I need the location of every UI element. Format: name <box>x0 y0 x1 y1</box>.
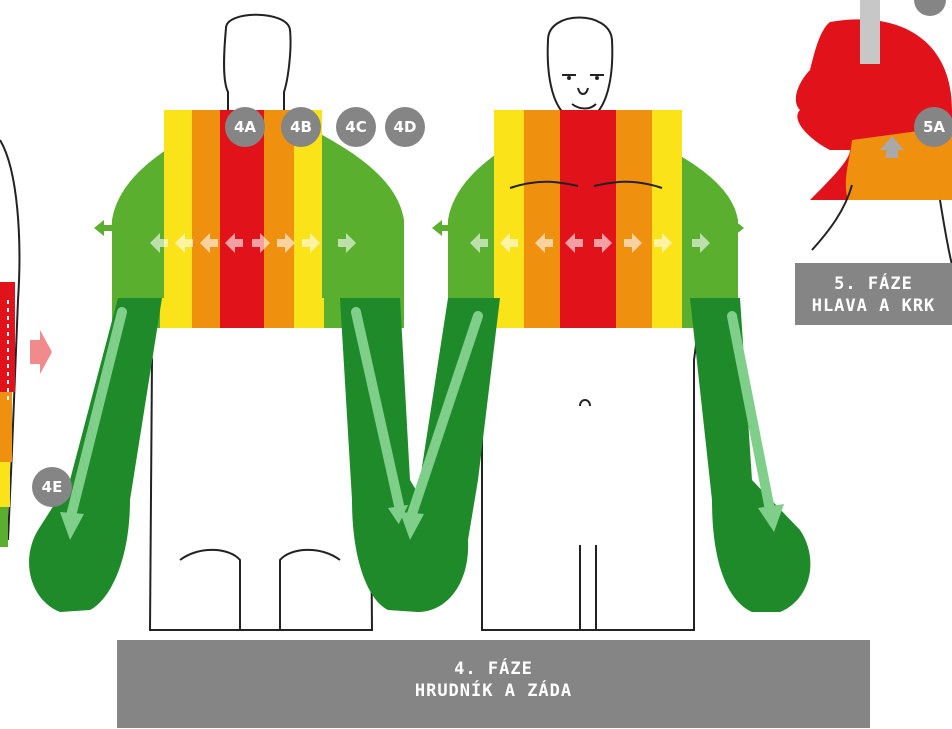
svg-text:4C: 4C <box>345 118 366 136</box>
svg-text:5A: 5A <box>923 118 945 136</box>
badge-4a: 4A <box>225 107 265 147</box>
caption-phase-4-subtitle: HRUDNÍK A ZÁDA <box>117 680 870 702</box>
caption-phase-5-title: 5. FÁZE <box>795 273 952 295</box>
caption-phase-4-title: 4. FÁZE <box>117 658 870 680</box>
svg-text:4D: 4D <box>394 118 417 136</box>
badge-4d: 4D <box>385 107 425 147</box>
back-head <box>224 15 291 112</box>
front-right-arm <box>690 298 810 612</box>
svg-text:4A: 4A <box>234 118 256 136</box>
front-figure <box>375 18 810 631</box>
head-massage-bar <box>860 0 880 64</box>
caption-phase-4: 4. FÁZE HRUDNÍK A ZÁDA <box>117 640 870 728</box>
svg-text:4B: 4B <box>290 118 312 136</box>
pink-arrow-icon <box>30 330 52 374</box>
back-left-arm <box>29 298 162 612</box>
badge-4b: 4B <box>281 107 321 147</box>
caption-phase-5: 5. FÁZE HLAVA A KRK <box>795 263 952 325</box>
badge-4c: 4C <box>336 107 376 147</box>
caption-phase-5-subtitle: HLAVA A KRK <box>795 295 952 317</box>
svg-text:4E: 4E <box>42 478 63 496</box>
badge-4e: 4E <box>32 467 72 507</box>
front-head <box>548 18 613 119</box>
back-figure <box>29 15 449 630</box>
